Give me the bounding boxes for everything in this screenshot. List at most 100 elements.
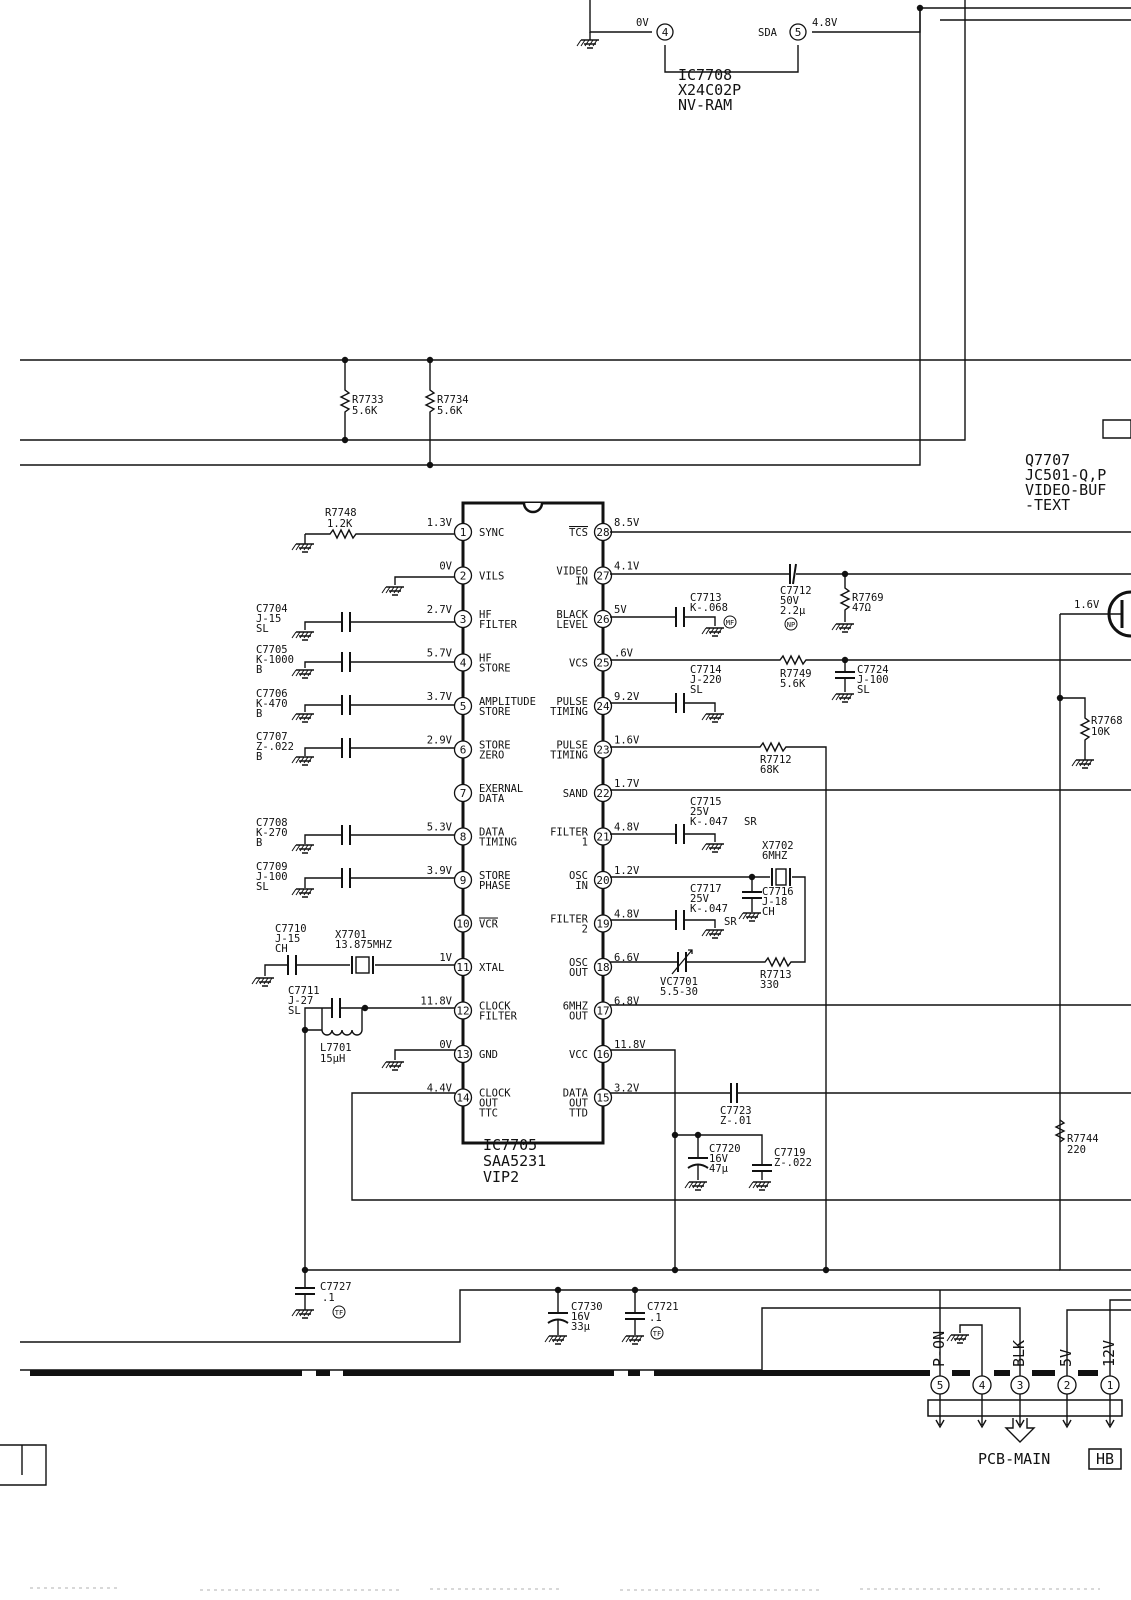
r7749-ref: R7749 bbox=[780, 668, 812, 680]
c7705-value: K-1000 bbox=[256, 654, 294, 666]
c7713-value: K-.068 bbox=[690, 602, 728, 614]
pin-voltage: 9.2V bbox=[614, 691, 640, 703]
pin-circle bbox=[593, 696, 613, 716]
pin-circle bbox=[593, 566, 613, 585]
c7716-value: J-18 bbox=[762, 896, 787, 908]
pin-voltage: 1V bbox=[439, 952, 452, 964]
x7702-ref: X7702 bbox=[762, 840, 794, 852]
r7712-value: 68K bbox=[760, 764, 780, 776]
connector-pin-number: 2 bbox=[1064, 1379, 1071, 1392]
c7710-type: CH bbox=[275, 943, 288, 955]
nvram-pin5-voltage: 4.8V bbox=[812, 17, 838, 29]
pin-voltage: 4.8V bbox=[614, 822, 640, 834]
connector-pin-label: BLK bbox=[1010, 1340, 1028, 1367]
ic7705-right-pins: 28TCS8.5V27VIDEOIN4.1V26BLACKLEVEL5V25VC… bbox=[550, 517, 646, 1120]
pin-name: PULSE bbox=[556, 740, 588, 752]
nvram-ref: IC7708 bbox=[678, 66, 732, 84]
pin-circle bbox=[453, 696, 473, 716]
pin-number: 17 bbox=[596, 1005, 609, 1018]
c7709-value: J-100 bbox=[256, 871, 288, 883]
pin-name: OSC bbox=[569, 957, 588, 969]
c7719-value: Z-.022 bbox=[774, 1157, 812, 1169]
nvram-desc: NV-RAM bbox=[678, 96, 732, 114]
pin-name: VCR bbox=[479, 919, 499, 931]
q7707-desc2: -TEXT bbox=[1025, 496, 1070, 514]
connector-pin-number: 3 bbox=[1017, 1379, 1024, 1392]
pin-name-line2: TIMING bbox=[550, 706, 588, 718]
pin-name-line2: 2 bbox=[582, 924, 588, 936]
c7708-value: K-270 bbox=[256, 827, 288, 839]
pin-number: 1 bbox=[460, 526, 467, 539]
pin-voltage: 5.3V bbox=[427, 822, 453, 834]
pin-circle bbox=[453, 1001, 473, 1020]
c7730-value: 33µ bbox=[571, 1321, 591, 1333]
connector-pin-number: 1 bbox=[1107, 1379, 1114, 1392]
pin-name-line2: FILTER bbox=[479, 1011, 518, 1023]
pin-voltage: 0V bbox=[439, 1039, 452, 1051]
pin-voltage: 2.7V bbox=[427, 604, 453, 616]
ic7705-desc: VIP2 bbox=[483, 1168, 519, 1186]
c7707-value: Z-.022 bbox=[256, 741, 294, 753]
pin-number: 24 bbox=[596, 700, 610, 713]
pin-name-line2: OUT bbox=[569, 1011, 589, 1023]
r7748-value: 1.2K bbox=[327, 518, 353, 530]
c7711-ref: C7711 bbox=[288, 985, 320, 997]
r7769-ref: R7769 bbox=[852, 592, 884, 604]
c7727-value: .1 bbox=[322, 1292, 335, 1304]
r7749-value: 5.6K bbox=[780, 678, 806, 690]
pin-voltage: 3.2V bbox=[614, 1083, 640, 1095]
r7748-ref: R7748 bbox=[325, 507, 357, 519]
pin-voltage: 2.9V bbox=[427, 735, 453, 747]
x7701-ref: X7701 bbox=[335, 929, 367, 941]
l7701-ref: L7701 bbox=[320, 1042, 352, 1054]
x7702-freq: 6MHZ bbox=[762, 850, 787, 862]
pin-circle bbox=[453, 1044, 473, 1064]
c7716-type: CH bbox=[762, 906, 775, 918]
c7712-ref: C7712 bbox=[780, 585, 812, 597]
pin-circle bbox=[453, 914, 473, 933]
pin-name: SAND bbox=[563, 788, 588, 800]
pin-name: HF bbox=[479, 609, 492, 621]
pin-name-line2: FILTER bbox=[479, 619, 518, 631]
connector-main-arrow bbox=[1004, 1418, 1036, 1443]
c7705-ref: C7705 bbox=[256, 644, 288, 656]
c7707-ref: C7707 bbox=[256, 731, 288, 743]
right-components: C7712 50V 2.2µ NP R7769 47Ω C7713 K-.068… bbox=[610, 531, 1131, 1270]
r7768-value: 10K bbox=[1091, 726, 1111, 738]
pin-name-line2: LEVEL bbox=[556, 619, 588, 631]
nvram-pin4-number: 4 bbox=[662, 26, 669, 39]
pin-name: CLOCK bbox=[479, 1088, 511, 1100]
pin-number: 9 bbox=[460, 874, 467, 887]
pin-name: VILS bbox=[479, 571, 504, 583]
c7730-ref: C7730 bbox=[571, 1301, 603, 1313]
pin-name-line2: STORE bbox=[479, 706, 511, 718]
pin-name: FILTER bbox=[550, 914, 589, 926]
pin-name: HF bbox=[479, 653, 492, 665]
pin-name-line3: TTD bbox=[569, 1108, 588, 1120]
pin-number: 20 bbox=[596, 874, 609, 887]
pin-name-line2: TIMING bbox=[479, 837, 517, 849]
pin-voltage: .6V bbox=[614, 648, 634, 660]
r7713-ref: R7713 bbox=[760, 969, 792, 981]
pin-circle bbox=[593, 914, 613, 933]
pin-voltage: 0V bbox=[439, 561, 452, 573]
scan-noise bbox=[30, 1587, 1100, 1591]
pin-circle bbox=[453, 957, 473, 977]
q7707-desc1: VIDEO-BUF bbox=[1025, 481, 1106, 499]
r7768-ref: R7768 bbox=[1091, 715, 1123, 727]
c7717-value: K-.047 bbox=[690, 903, 728, 915]
connector-arrow bbox=[977, 1394, 987, 1429]
pin-voltage: 1.6V bbox=[614, 735, 640, 747]
pin-name-line2: OUT bbox=[479, 1098, 499, 1110]
r7733-r7734: R7733 5.6K R7734 5.6K bbox=[339, 360, 469, 465]
pin-voltage: 5.7V bbox=[427, 648, 453, 660]
connector-pin-label: 5V bbox=[1057, 1349, 1075, 1367]
pin-name: DATA bbox=[563, 1088, 589, 1100]
r7744-value: 220 bbox=[1067, 1144, 1086, 1156]
pin-name: DATA bbox=[479, 827, 505, 839]
vc7701-ref: VC7701 bbox=[660, 976, 698, 988]
pin-name: SYNC bbox=[479, 527, 504, 539]
pin-voltage: 4.4V bbox=[427, 1083, 453, 1095]
